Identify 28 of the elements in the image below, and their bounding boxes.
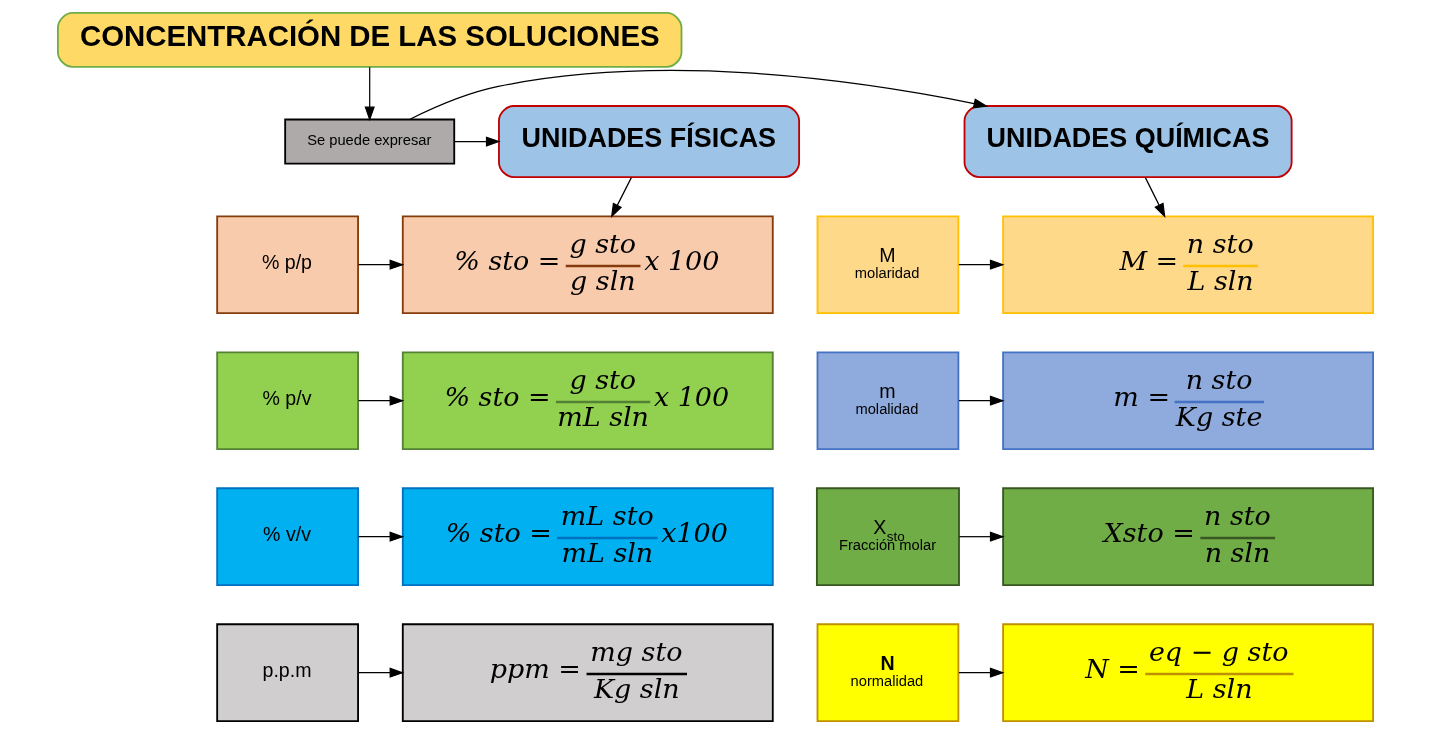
arrow (958, 531, 1005, 542)
arrow (357, 531, 404, 542)
node-box: % sto = mL sto x100 mL sln (401, 487, 774, 586)
node-box: M molaridad (816, 215, 959, 314)
node-box: % p/p (215, 215, 359, 314)
node-box: % v/v (215, 487, 359, 586)
arrow (610, 176, 632, 218)
arrow (957, 667, 1005, 678)
arrow (957, 259, 1005, 270)
arrow (357, 667, 404, 678)
node-box: p.p.m (215, 623, 359, 722)
node-box: N normalidad (816, 623, 959, 722)
node-box: UNIDADES FÍSICAS (497, 105, 800, 178)
arrow (357, 259, 404, 270)
node-box: UNIDADES QUÍMICAS (963, 105, 1293, 178)
node-box: % p/v (215, 351, 359, 450)
node-box: % sto = g sto x 100 g sln (401, 215, 774, 314)
node-box: CONCENTRACIÓN DE LAS SOLUCIONES (56, 12, 682, 68)
node-box: % sto = g sto x 100 mL sln (401, 351, 774, 450)
arrow (357, 395, 404, 406)
arrow (408, 69, 988, 120)
arrow (364, 66, 375, 122)
arrow (1144, 176, 1165, 218)
arrow (957, 395, 1005, 406)
node-box: Se puede expresar (283, 118, 455, 165)
node-box: X$_{sto}$ Fracción molar (815, 487, 960, 586)
arrow (453, 136, 501, 147)
node-box: m molalidad (816, 351, 959, 450)
